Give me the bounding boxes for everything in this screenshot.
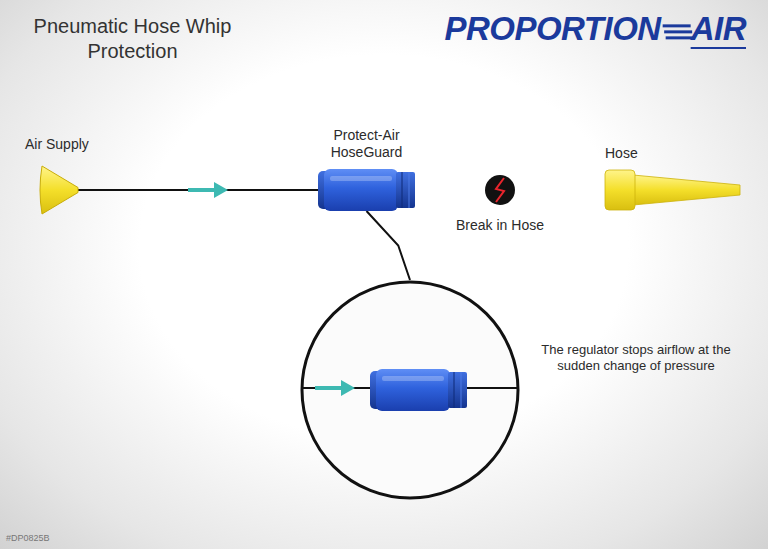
- red-hose: [415, 183, 485, 197]
- cap-edge: [402, 172, 403, 208]
- break-circle: [485, 175, 515, 205]
- air-line: [78, 189, 318, 191]
- node-shape: [300, 280, 520, 500]
- valve-body: [324, 169, 398, 211]
- cap-edge: [409, 172, 410, 208]
- hose-nozzle: Hose: [605, 170, 740, 210]
- valve-hex-cap: [448, 372, 467, 408]
- node-shape: [605, 170, 740, 210]
- logo-word: AIR: [691, 12, 746, 45]
- cap-edge: [461, 372, 462, 408]
- valve-highlight: [330, 176, 392, 181]
- valve-body: [376, 369, 450, 411]
- yellow-cone: [40, 166, 78, 214]
- cap-edge: [454, 372, 455, 408]
- hoseguard-valve: Protect-Air HoseGuard: [318, 169, 415, 211]
- nozzle-cone: [633, 175, 740, 205]
- diagram-title: Pneumatic Hose Whip Protection: [20, 14, 245, 64]
- node-shape: [318, 169, 415, 211]
- logo-word: PROPORTION: [444, 12, 660, 45]
- logo-speed-line: [666, 36, 694, 39]
- magnifier-circle: [302, 282, 518, 498]
- drawing-code: #DP0825B: [6, 533, 50, 543]
- node-label: Air Supply: [25, 136, 135, 153]
- flow-arrow: [315, 380, 355, 396]
- red-hose: [515, 183, 605, 197]
- hoseguard-valve: [370, 369, 467, 411]
- node-label: The regulator stops airflow at the sudde…: [525, 342, 747, 373]
- node-label: Break in Hose: [445, 217, 555, 234]
- logo-speed-line: [663, 24, 691, 27]
- valve-highlight: [382, 376, 444, 381]
- break-zigzag: [496, 178, 504, 202]
- node-shape: [485, 175, 515, 205]
- node-shape: [40, 165, 78, 215]
- hose-break: Break in Hose: [485, 175, 515, 205]
- magnified-view: The regulator stops airflow at the sudde…: [300, 280, 520, 500]
- air-supply-fitting: Air Supply: [40, 165, 78, 215]
- nozzle-cap: [605, 170, 635, 210]
- valve-hex-cap: [396, 172, 415, 208]
- logo-speed-line: [664, 30, 692, 33]
- node-label: Hose: [605, 145, 685, 162]
- leader-line: [367, 211, 411, 280]
- node-label: Protect-Air HoseGuard: [306, 127, 427, 161]
- logo-underline: [691, 47, 746, 49]
